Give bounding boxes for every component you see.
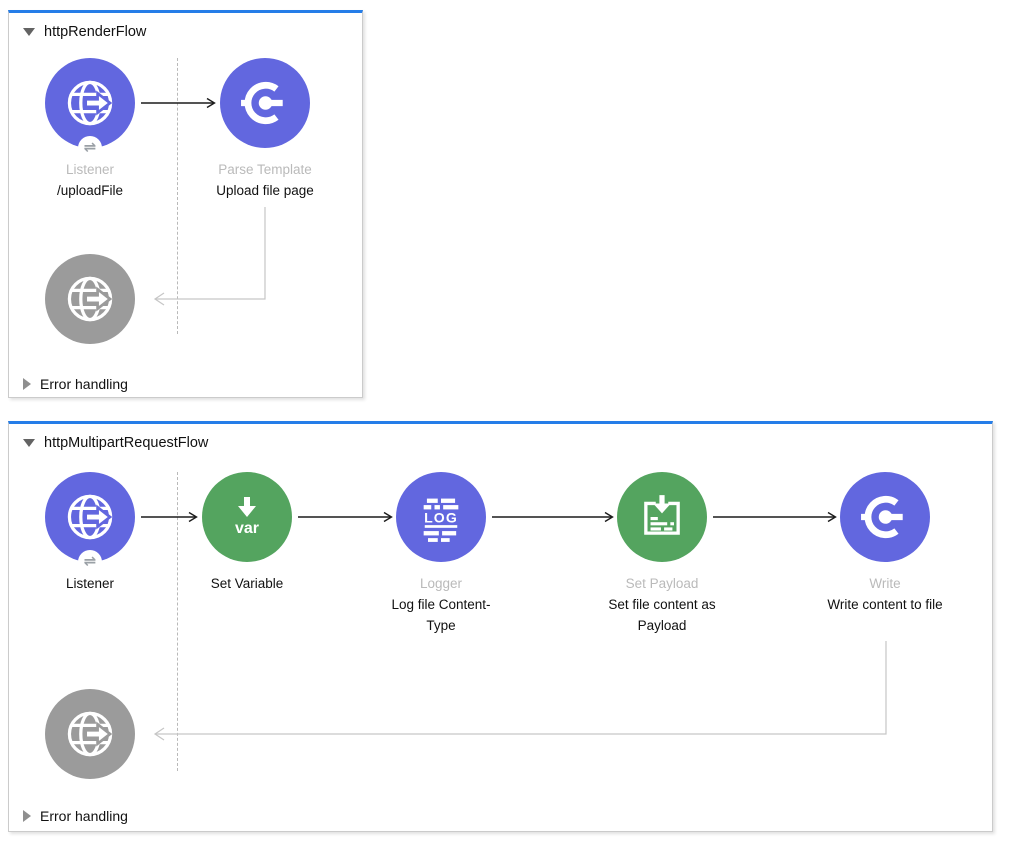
flow-arrow xyxy=(298,511,393,523)
process-divider xyxy=(177,472,178,771)
http-listener-icon xyxy=(67,80,113,126)
return-connector xyxy=(153,641,887,741)
set-payload-node-label: Set Payload Set file content as Payload xyxy=(608,576,716,633)
parse-template-node-label: Parse Template Upload file page xyxy=(216,162,314,198)
flow-title: httpRenderFlow xyxy=(44,24,147,40)
http-response-icon xyxy=(67,276,113,322)
exchange-badge-icon: ⇌ xyxy=(78,550,102,574)
set-payload-node[interactable] xyxy=(617,472,707,562)
logger-icon: LOG xyxy=(423,498,459,542)
set-payload-icon xyxy=(644,495,680,535)
flow-arrow xyxy=(492,511,614,523)
collapse-triangle-icon[interactable] xyxy=(23,28,35,36)
svg-text:var: var xyxy=(235,520,259,537)
flow-header[interactable]: httpMultipartRequestFlow xyxy=(23,435,208,451)
http-response-node[interactable] xyxy=(45,254,135,344)
listener-node[interactable]: ⇌ xyxy=(45,58,135,160)
http-listener-icon xyxy=(67,494,113,540)
collapse-triangle-icon[interactable] xyxy=(23,439,35,447)
listener-node-label: Listener /uploadFile xyxy=(56,162,124,198)
error-handling-label: Error handling xyxy=(40,376,128,392)
set-variable-icon: var xyxy=(235,497,259,537)
expand-triangle-icon[interactable] xyxy=(23,810,31,822)
flow-header[interactable]: httpRenderFlow xyxy=(23,24,146,40)
flow-title: httpMultipartRequestFlow xyxy=(44,435,209,451)
return-connector xyxy=(153,207,266,306)
listener-node[interactable]: ⇌ xyxy=(45,472,135,574)
http-response-icon xyxy=(67,711,113,757)
listener-node-label: Listener xyxy=(65,576,115,591)
svg-text:LOG: LOG xyxy=(424,509,458,525)
write-node[interactable] xyxy=(840,472,930,562)
process-divider xyxy=(177,58,178,334)
error-handling-label: Error handling xyxy=(40,808,128,824)
logger-node-label: Logger Log file Content-Type xyxy=(391,576,491,633)
flow-arrow xyxy=(713,511,837,523)
error-handling-row[interactable]: Error handling xyxy=(23,808,128,824)
set-variable-node[interactable]: var xyxy=(202,472,292,562)
flow-arrow xyxy=(141,511,198,523)
exchange-badge-icon: ⇌ xyxy=(78,136,102,160)
parse-template-node[interactable] xyxy=(220,58,310,148)
write-node-label: Write Write content to file xyxy=(827,576,943,612)
parse-template-icon xyxy=(241,81,283,125)
error-handling-row[interactable]: Error handling xyxy=(23,376,128,392)
file-write-icon xyxy=(861,495,903,539)
set-variable-node-label: Set Variable xyxy=(210,576,284,591)
flow-httpRenderFlow[interactable]: httpRenderFlow ⇌ Listener /uploadFile xyxy=(8,10,363,398)
logger-node[interactable]: LOG xyxy=(396,472,486,562)
expand-triangle-icon[interactable] xyxy=(23,378,31,390)
http-response-node[interactable] xyxy=(45,689,135,779)
flow-httpMultipartRequestFlow[interactable]: httpMultipartRequestFlow ⇌ Listener var … xyxy=(8,421,993,832)
flow-arrow xyxy=(141,97,216,109)
